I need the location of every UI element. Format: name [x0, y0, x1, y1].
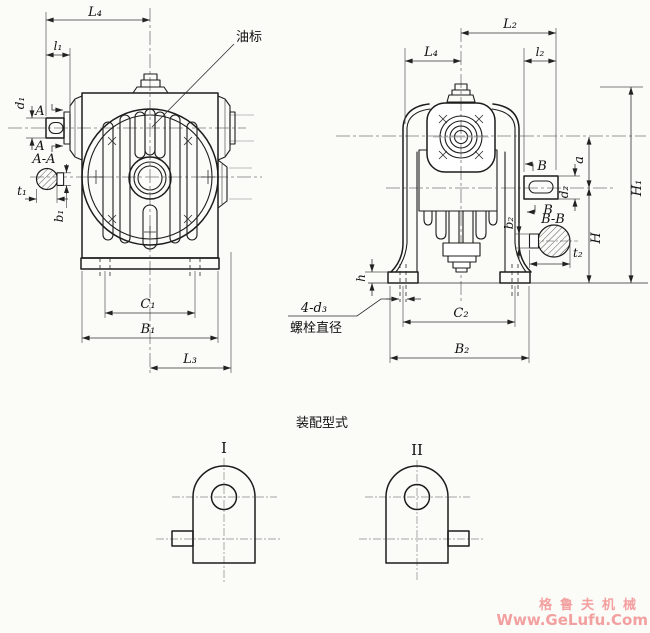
housing-outline [192, 465, 256, 564]
output-hole [403, 483, 431, 511]
input-shaft-right [447, 530, 470, 547]
section-a-a: A-A [31, 152, 65, 191]
type-1-label: I [221, 439, 227, 457]
watermark: 格鲁夫机械 Www.GeLufu.Com [496, 597, 648, 629]
output-hub [128, 156, 172, 200]
input-shaft-left [171, 530, 194, 547]
oil-gauge-label: 油标 [236, 30, 262, 45]
watermark-brand: 格鲁夫机械 [539, 597, 644, 613]
section-bb-label: B-B [540, 212, 565, 227]
left-foot [387, 271, 419, 284]
shaft-section-circle [35, 167, 59, 191]
dim-h: h [354, 274, 368, 282]
gear-housing [45, 73, 254, 276]
side-housing [387, 83, 559, 302]
dim-d2: d₂ [557, 186, 571, 199]
type-2-label: II [411, 441, 423, 459]
input-shaft-keyway [48, 121, 64, 135]
oil-gauge-leader [151, 43, 235, 128]
assembly-type-2: II [359, 441, 485, 582]
watermark-url: Www.GeLufu.Com [496, 611, 648, 629]
dim-B2: B₂ [454, 342, 470, 357]
cut-B-top: B [536, 159, 547, 174]
dim-a: a [572, 156, 587, 164]
front-dimensions: L₄ l₁ d₁ A A t₁ [13, 5, 262, 373]
dim-L3: L₃ [182, 352, 197, 367]
housing-outline [385, 465, 449, 564]
input-shaft [45, 117, 65, 139]
right-side-boss [217, 114, 254, 209]
section-b-b: B-B [528, 212, 578, 258]
dim-t2: t₂ [573, 246, 583, 260]
right-foot [499, 271, 531, 284]
base-flange [80, 257, 220, 270]
bottom-output-steps [442, 242, 481, 273]
dim-C1: C₁ [140, 297, 155, 312]
dim-d1: d₁ [13, 97, 27, 110]
section-aa-label: A-A [31, 152, 55, 167]
output-shaft-boss [523, 175, 559, 200]
assembly-title: 装配型式 [296, 416, 348, 431]
output-section-circle [537, 224, 571, 258]
assembly-type-1: I [156, 439, 282, 582]
side-breather-cap [446, 83, 476, 103]
cut-A-top: A [34, 104, 44, 119]
breather-cap [132, 73, 169, 94]
cut-B-bottom: B [542, 203, 553, 218]
cut-A-bottom: A [34, 139, 44, 154]
dim-t1: t₁ [17, 184, 27, 198]
key [56, 172, 65, 186]
key [528, 233, 540, 249]
dim-H1: H₁ [630, 180, 645, 198]
bolt-caption: 螺栓直径 [290, 321, 342, 336]
left-foot-bolt-hole [399, 264, 407, 302]
dim-C2: C₂ [453, 306, 468, 321]
dim-b1: b₁ [52, 210, 66, 223]
worm-bearing-boss [426, 102, 496, 173]
dim-l2: l₂ [536, 45, 545, 59]
dim-H: H [589, 232, 604, 245]
side-dimensions: L₂ L₄ l₂ a d₂ H H₁ [288, 17, 645, 363]
boss-screw-marks [438, 114, 484, 160]
input-bearing-cap-right [217, 95, 236, 161]
base-bolt-holes [99, 258, 201, 276]
screw-x-marks [107, 136, 193, 224]
body-flanks [390, 103, 532, 273]
dim-L4-side: L₄ [423, 45, 438, 60]
output-keyway [528, 180, 554, 194]
dim-L2: L₂ [502, 17, 517, 32]
side-view: B-B L₂ L₄ l₂ a d₂ H [288, 17, 648, 363]
front-view: A-A L₄ l₁ d₁ A A [8, 5, 262, 374]
cooling-fins [102, 108, 198, 250]
assembly-types: 装配型式 I II [156, 416, 485, 582]
dim-l1: l₁ [54, 39, 63, 53]
bolt-count-label: 4-d₃ [300, 301, 327, 316]
dim-B1: B₁ [140, 322, 156, 337]
dim-L4-front: L₄ [87, 5, 102, 20]
output-hole [210, 483, 238, 511]
right-foot-bolt-hole [511, 264, 519, 296]
dim-b2: b₂ [502, 217, 516, 230]
bolt-diameter-note: 4-d₃ 螺栓直径 [288, 296, 421, 336]
screw-plus-marks [89, 170, 215, 238]
